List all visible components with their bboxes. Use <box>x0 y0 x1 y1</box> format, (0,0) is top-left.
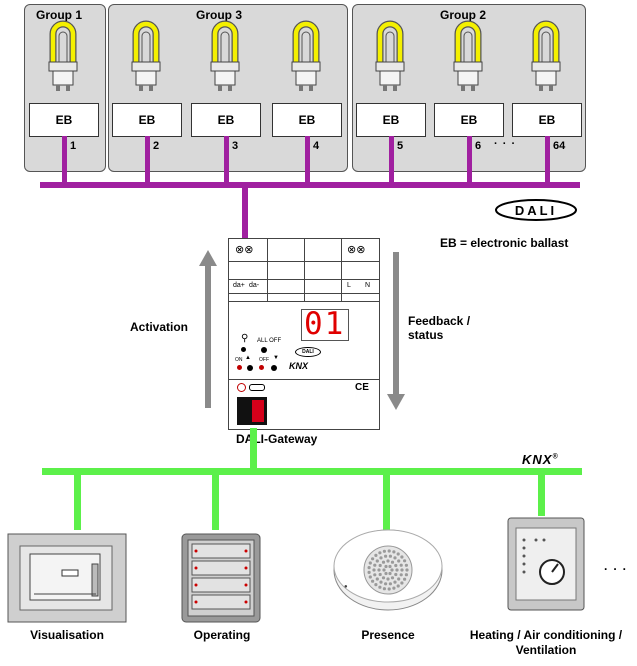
knx-stem-visualisation <box>74 470 81 530</box>
svg-text:●: ● <box>344 584 348 590</box>
activation-arrow-icon <box>199 250 217 408</box>
terminal-n: N <box>365 282 371 289</box>
presence-label: Presence <box>361 628 415 642</box>
wrench-icon: ⚲ <box>241 333 249 344</box>
dali-gateway-drop <box>242 186 248 238</box>
stem-6 <box>467 136 472 186</box>
dali-badge: DALI <box>295 347 321 357</box>
gateway-strip-5 <box>229 379 379 380</box>
room-thermostat-icon <box>507 517 585 611</box>
gateway-terminal-left: ⊗⊗ <box>235 243 253 256</box>
down-triangle-icon: ▼ <box>273 355 279 361</box>
group-3-title: Group 3 <box>196 8 243 22</box>
visualisation-panel-icon <box>7 533 127 623</box>
activation-label: Activation <box>130 320 189 334</box>
knx-logo: KNX® <box>522 452 559 467</box>
terminal-da-plus: da+ <box>233 282 245 289</box>
feedback-arrow-icon <box>387 252 405 410</box>
gateway-strip-3 <box>229 293 379 294</box>
address-3: 3 <box>232 140 239 152</box>
gateway-label: DALI-Gateway <box>236 432 318 446</box>
knx-stem-hvac <box>538 470 545 516</box>
knx-badge: KNX <box>289 361 309 371</box>
gateway-divider-1 <box>267 239 268 301</box>
address-4: 4 <box>313 140 320 152</box>
visualisation-label: Visualisation <box>30 628 104 642</box>
dali-badge-text: DALI <box>302 349 314 355</box>
lamp-icon <box>48 20 78 91</box>
screw-icon: ⊗⊗ <box>235 244 254 256</box>
gateway-strip-2 <box>229 279 379 280</box>
off-button[interactable] <box>271 365 277 371</box>
knx-bus-line <box>42 468 582 475</box>
led-indicator-1 <box>241 347 246 352</box>
address-6: 6 <box>475 140 482 152</box>
lamp-icon <box>210 20 240 91</box>
knx-logo-text: KNX <box>522 452 553 467</box>
off-label: OFF <box>259 357 269 363</box>
ballast-2: EB <box>112 103 182 137</box>
terminal-l: L <box>347 282 351 289</box>
up-triangle-icon: ▲ <box>245 355 251 361</box>
knx-bus-connector[interactable] <box>237 397 267 425</box>
lamp-icon <box>453 20 483 91</box>
ballast-3: EB <box>191 103 261 137</box>
lamp-icon <box>131 20 161 91</box>
eb-legend: EB = electronic ballast <box>440 236 569 250</box>
address-5: 5 <box>397 140 404 152</box>
gateway-display: 01 <box>301 306 349 342</box>
dali-gateway: ⊗⊗ ⊗⊗ da+ da- L N 01 ⚲ ALL OFF ON ▲ OFF … <box>228 238 380 430</box>
knx-stem-operating <box>212 470 219 530</box>
display-digits: 01 <box>304 306 346 342</box>
dali-logo-text: DALI <box>515 203 557 218</box>
knx-gateway-drop <box>250 428 257 472</box>
stem-2 <box>145 136 150 186</box>
terminal-da-minus: da- <box>249 282 260 289</box>
knx-stem-presence <box>383 470 390 530</box>
dali-logo-icon: DALI <box>495 199 577 221</box>
stem-3 <box>224 136 229 186</box>
address-64: 64 <box>553 140 566 152</box>
stem-4 <box>305 136 310 186</box>
address-1: 1 <box>70 140 77 152</box>
registered-icon: ® <box>552 453 559 461</box>
all-off-label: ALL OFF <box>257 338 282 344</box>
address-2: 2 <box>153 140 160 152</box>
lamp-icon <box>291 20 321 91</box>
ballast-4: EB <box>272 103 342 137</box>
feedback-label: Feedback / status <box>408 314 471 342</box>
programming-key-icon <box>249 384 265 391</box>
hvac-label: Heating / Air conditioning / Ventilation <box>469 628 623 657</box>
stem-5 <box>389 136 394 186</box>
presence-detector-icon: ● <box>333 529 443 611</box>
ballast-64: EB <box>512 103 582 137</box>
group-1-title: Group 1 <box>36 8 83 22</box>
all-off-button[interactable] <box>261 347 267 353</box>
gateway-strip-4 <box>229 301 379 302</box>
gateway-divider-2 <box>304 239 305 301</box>
stem-64 <box>545 136 550 186</box>
group-2-title: Group 2 <box>440 8 487 22</box>
operating-label: Operating <box>193 628 251 642</box>
gateway-terminal-right: ⊗⊗ <box>347 243 365 256</box>
led-on <box>237 365 242 370</box>
dali-bus-line <box>40 182 580 188</box>
ce-mark: CE <box>355 382 369 393</box>
ballast-5: EB <box>356 103 426 137</box>
lamp-icon <box>375 20 405 91</box>
stem-1 <box>62 136 67 186</box>
push-button-panel-icon <box>181 533 261 623</box>
programming-led <box>237 383 246 392</box>
ballast-1: EB <box>29 103 99 137</box>
gateway-divider-3 <box>341 239 342 301</box>
on-button[interactable] <box>247 365 253 371</box>
lamp-icon <box>531 20 561 91</box>
ellipsis-lamps: · · · <box>494 138 517 150</box>
ellipsis-devices: · · · <box>604 562 628 576</box>
knx-connector-red <box>252 400 264 422</box>
led-off <box>259 365 264 370</box>
on-label: ON <box>235 357 243 363</box>
screw-icon: ⊗⊗ <box>347 244 366 256</box>
ballast-6: EB <box>434 103 504 137</box>
